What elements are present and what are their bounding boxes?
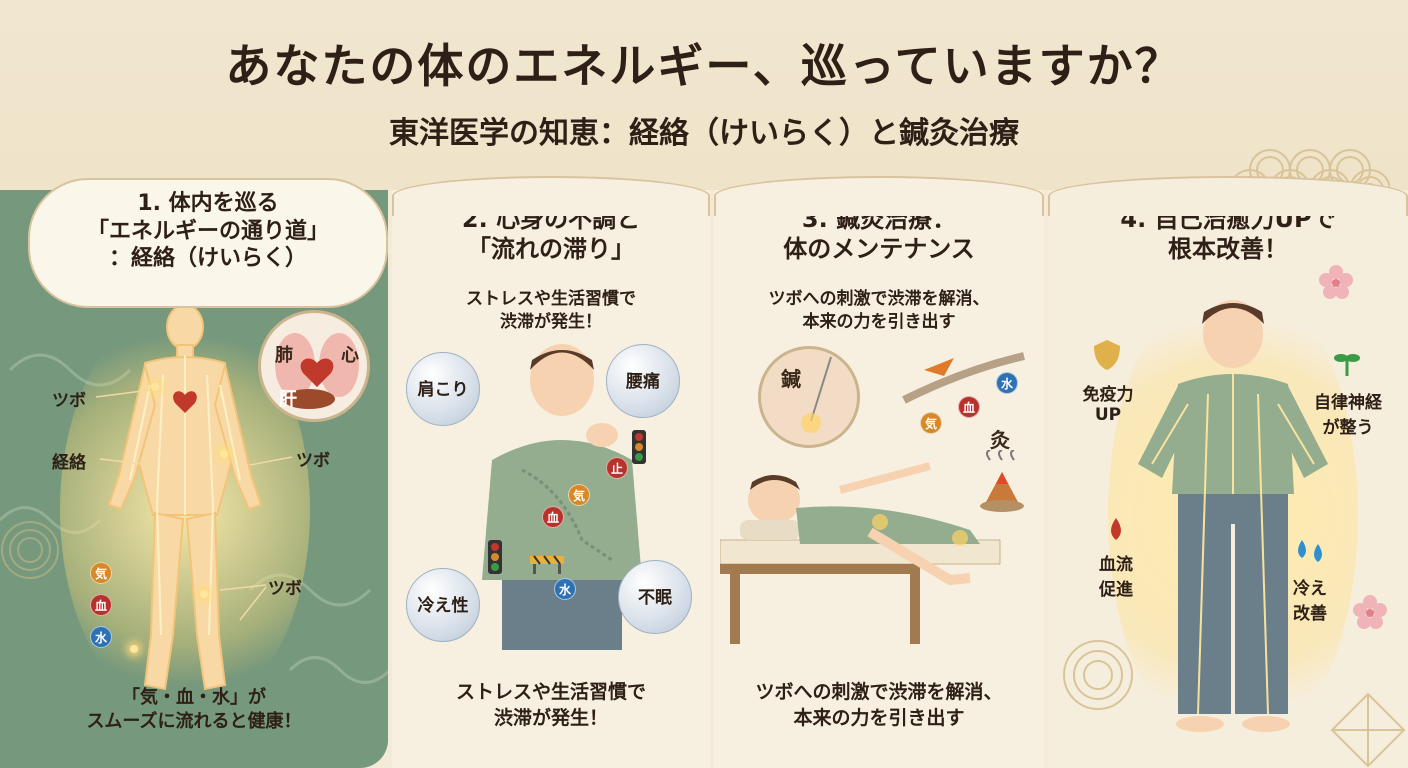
sakura-icon [1319, 265, 1353, 299]
lead-line: 本来の力を引き出す [802, 311, 956, 332]
symptom-bubble-katakori: 肩こり [406, 352, 480, 426]
acupoint-dot [130, 645, 138, 653]
panel1-heading: 1. 体内を巡る 「エネルギーの通り道」 ：経絡（けいらく） [28, 190, 388, 273]
sui-badge: 水 [90, 626, 112, 648]
sakura-icon [1353, 595, 1387, 629]
label-line: 血流 [1099, 555, 1133, 575]
panel-jikochiyu: 4. 自己治癒力UPで 根本改善！ 免疫力 UP 自律神経 が整う 血流 促進 … [1048, 190, 1408, 768]
ketsu-badge: 血 [90, 594, 112, 616]
caption-line: ツボへの刺激で渋滞を解消、 [755, 681, 1003, 703]
asanoha-pattern-icon [1330, 692, 1406, 768]
ki-badge: 気 [568, 484, 590, 506]
page-title: あなたの体のエネルギー、巡っていますか？ [225, 39, 1183, 93]
blood-drop-icon [1111, 518, 1121, 540]
label-line: 冷え [1293, 579, 1327, 599]
lead-line: ストレスや生活習慣で [466, 289, 636, 309]
heart-icon [173, 391, 197, 413]
panel3-lead: ツボへの刺激で渋滞を解消、 本来の力を引き出す [714, 288, 1044, 334]
acupoint-dot [200, 590, 208, 598]
pointer-lines [95, 389, 293, 621]
asanoha-pattern-icon [1063, 640, 1133, 710]
acupoint-dot [151, 383, 159, 391]
immunity-label: 免疫力 UP [1068, 380, 1148, 425]
heading-line: 根本改善！ [1168, 235, 1288, 263]
barrier-icon [530, 555, 564, 574]
label-line: 促進 [1099, 580, 1133, 600]
tsubo-label-1: ツボ [52, 391, 86, 411]
keiraku-label: 経絡 [52, 453, 86, 473]
label-line: 自律神経 [1314, 393, 1382, 413]
organ-label-lung: 肺 [275, 345, 293, 366]
symptom-bubble-youtsu: 腰痛 [606, 344, 680, 418]
heading-line: 「流れの滞り」 [467, 235, 635, 263]
panel3-scallop [714, 176, 1044, 216]
heading-line: 1. 体内を巡る [137, 191, 279, 216]
panel2-caption: ストレスや生活習慣で 渋滞が発生！ [392, 680, 710, 731]
sprout-icon [1334, 354, 1360, 376]
label-line: 免疫力 [1082, 385, 1134, 405]
cold-label: 冷え 改善 [1272, 574, 1348, 624]
panel4-scallop [1048, 176, 1408, 216]
header-band [0, 0, 1408, 190]
tsubo-label-2: ツボ [296, 451, 330, 471]
page-subtitle: 東洋医学の知恵：経絡（けいらく）と鍼灸治療 [389, 116, 1019, 151]
symptom-bubble-hiesho: 冷え性 [406, 568, 480, 642]
panel1-heading-cloud [28, 178, 388, 308]
symptom-bubble-fumin: 不眠 [618, 560, 692, 634]
lead-line: 渋滞が発生！ [500, 311, 602, 332]
heading-line: 体のメンテナンス [783, 235, 975, 263]
caption-line: 本来の力を引き出す [793, 706, 965, 729]
label-line: UP [1094, 405, 1122, 425]
ketsu-badge: 血 [958, 396, 980, 418]
panel2-lead: ストレスや生活習慣で 渋滞が発生！ [392, 288, 710, 334]
lungs-icon [275, 333, 359, 409]
bloodflow-label: 血流 促進 [1078, 550, 1154, 600]
needle-icon [801, 356, 832, 433]
organ-label-heart: 心 [341, 345, 359, 366]
caption-line: スムーズに流れると健康！ [86, 711, 302, 733]
label-line: 改善 [1293, 604, 1327, 624]
traffic-light-icon [488, 540, 502, 574]
panel3-caption: ツボへの刺激で渋滞を解消、 本来の力を引き出す [714, 680, 1044, 731]
needle-inset: 鍼 [758, 346, 860, 448]
caption-line: 「気・血・水」が [122, 687, 266, 708]
caption-line: 渋滞が発生！ [493, 706, 608, 729]
moxa-cone-icon [980, 450, 1024, 512]
moxa-label: 灸 [990, 428, 1010, 452]
autonomic-label: 自律神経 が整う [1298, 388, 1398, 438]
panel-todokori: 2. 心身の不調と 「流れの滞り」 ストレスや生活習慣で 渋滞が発生！ 止 気 … [392, 190, 710, 768]
healthy-person-figure [1138, 300, 1328, 732]
patient-on-bed-figure [720, 462, 1001, 644]
ketsu-badge: 血 [542, 506, 564, 528]
panel1-caption: 「気・血・水」が スムーズに流れると健康！ [0, 686, 388, 735]
organ-label-liver: 肝 [279, 389, 297, 410]
sui-badge: 水 [554, 578, 576, 600]
ki-badge: 気 [90, 562, 112, 584]
sui-badge: 水 [996, 372, 1018, 394]
caption-line: ストレスや生活習慣で [455, 681, 646, 703]
flow-arrow-icon [902, 352, 1025, 404]
ki-badge: 気 [920, 412, 942, 434]
needle-label: 鍼 [781, 367, 801, 391]
heading-line: 「エネルギーの通り道」 [86, 218, 329, 244]
heading-line: ：経絡（けいらく） [108, 246, 307, 271]
stop-badge: 止 [606, 457, 628, 479]
organ-inset: 肺 心 肝 [258, 310, 370, 422]
panel-shinkyu: 3. 鍼灸治療： 体のメンテナンス ツボへの刺激で渋滞を解消、 本来の力を引き出… [714, 190, 1044, 768]
tsubo-label-3: ツボ [268, 579, 302, 599]
traffic-light-icon [632, 430, 646, 464]
water-drops-icon [1298, 540, 1322, 562]
panel2-scallop [392, 176, 710, 216]
acupoint-dot [220, 450, 228, 458]
lead-line: ツボへの刺激で渋滞を解消、 [768, 289, 990, 309]
label-line: が整う [1322, 418, 1374, 438]
human-body-meridian-figure [107, 305, 263, 691]
shield-icon [1094, 340, 1120, 370]
